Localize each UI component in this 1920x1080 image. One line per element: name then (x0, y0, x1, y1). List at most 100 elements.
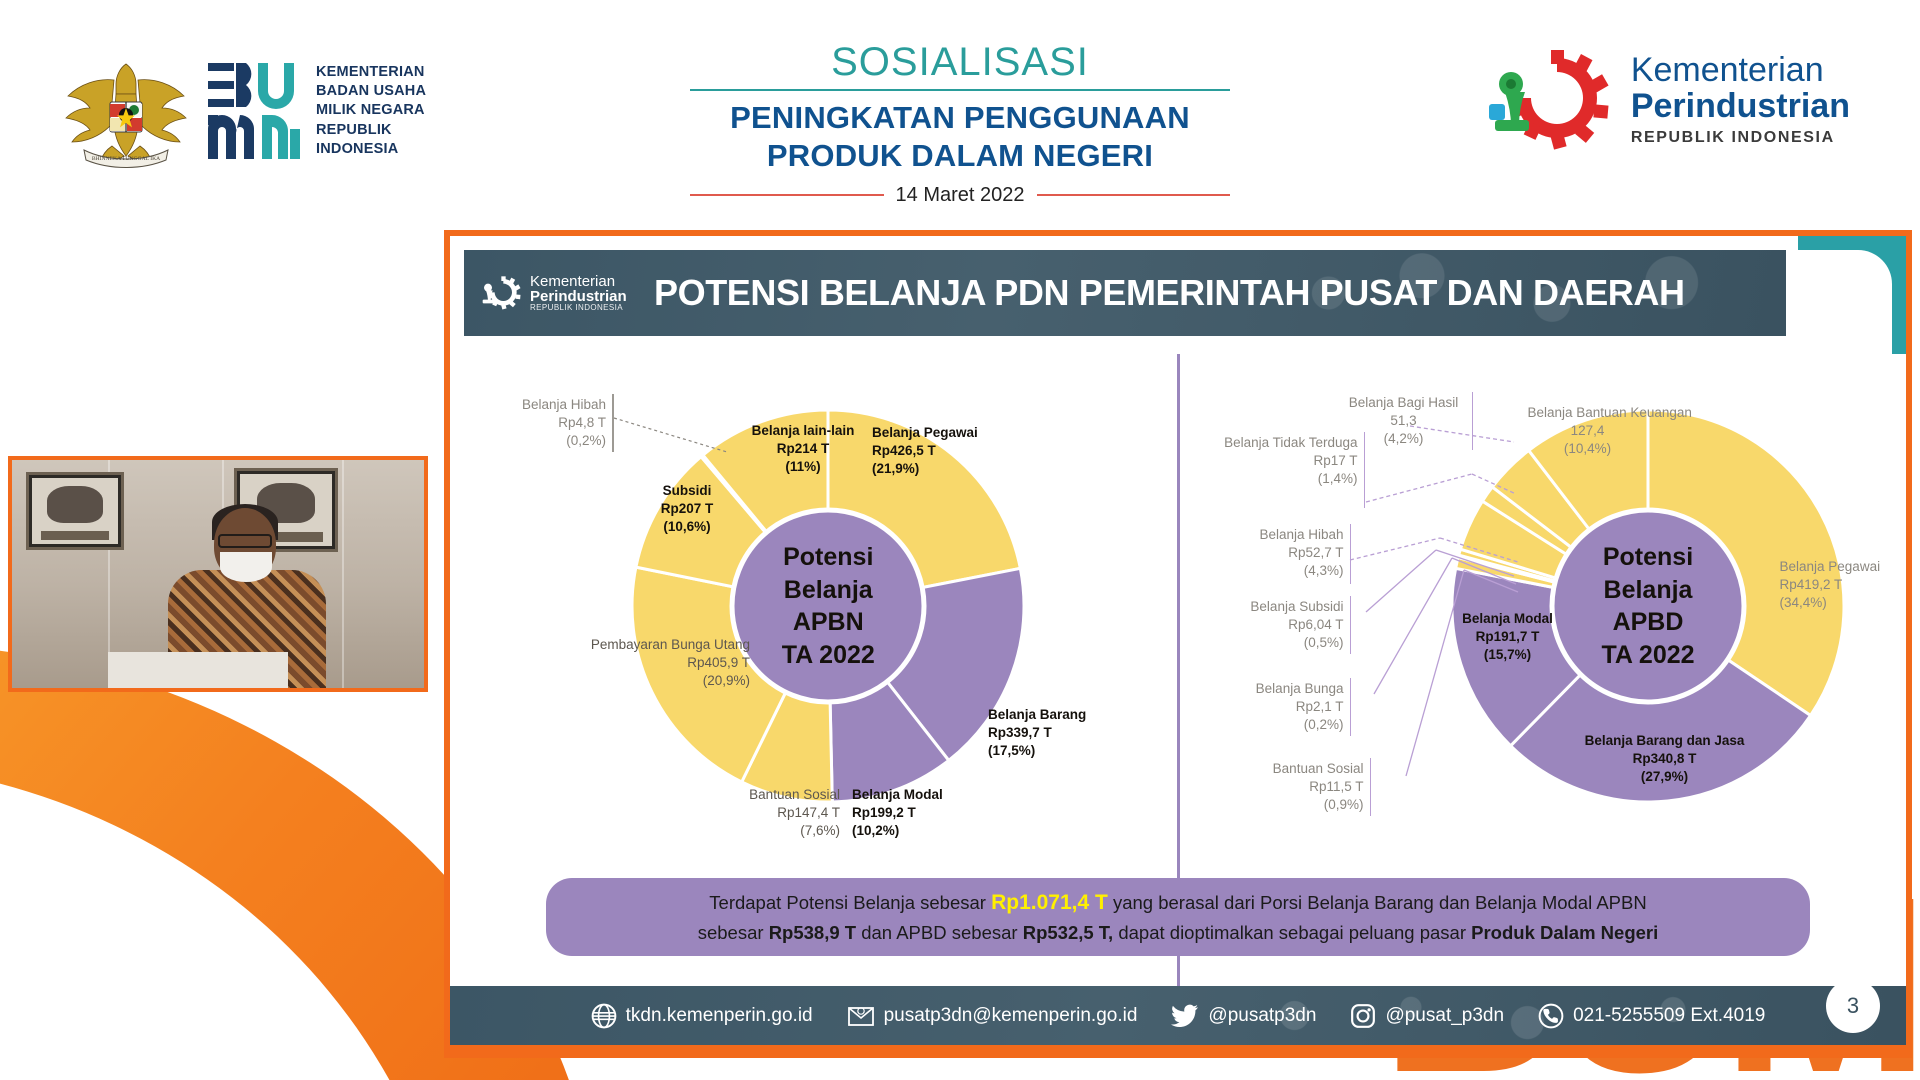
apbd-bunga-leader-bar (1349, 678, 1352, 736)
apbd-hibah-name: Belanja Hibah (1259, 527, 1344, 542)
apbn-label-subsidi: Subsidi Rp207 T (10,6%) (632, 482, 742, 536)
apbd-label-belanja-subsidi: Belanja Subsidi Rp6,04 T (0,5%) (1202, 598, 1344, 652)
apbn-donut: Potensi Belanja APBN TA 2022 (628, 406, 1028, 806)
apbd-bansos-pct: (0,9%) (1323, 796, 1364, 812)
summary-l1-a: Terdapat Potensi Belanja sebesar (709, 891, 986, 913)
apbn-lain-amount: Rp214 T (776, 440, 830, 456)
page-header: BHINNEKA TUNGGAL IKA (0, 0, 1920, 230)
apbn-subsidi-name: Subsidi (662, 483, 712, 498)
apbd-subsidi-leader-bar (1349, 596, 1352, 654)
apbd-hibah-leader-bar (1349, 524, 1352, 584)
bumn-text-line-3: REPUBLIK (316, 121, 392, 138)
apbn-bunga-pct: (20,9%) (702, 672, 750, 688)
apbd-barangjasa-amount: Rp340,8 T (1632, 750, 1697, 766)
footer-twitter-text: @pusatp3dn (1208, 1004, 1317, 1026)
portrait-nameplate-right (249, 531, 323, 542)
apbn-label-belanja-barang: Belanja Barang Rp339,7 T (17,5%) (988, 706, 1098, 760)
footer-website[interactable]: tkdn.kemenperin.go.id (591, 1003, 813, 1029)
bumn-text-line-1: BADAN USAHA (316, 83, 427, 100)
summary-l2-c: dan APBD sebesar (861, 921, 1018, 943)
apbd-pegawai-pct: (34,4%) (1779, 594, 1827, 610)
instagram-icon (1351, 1003, 1376, 1028)
apbd-modal-name: Belanja Modal (1462, 611, 1553, 626)
slide-header-logo-text: Kementerian Perindustrian REPUBLIK INDON… (530, 274, 627, 312)
apbn-label-pembayaran-bunga-utang: Pembayaran Bunga Utang Rp405,9 T (20,9%) (590, 636, 750, 690)
twitter-bird-icon (1171, 1004, 1199, 1027)
presentation-date: 14 Maret 2022 (895, 183, 1025, 206)
wall-panel-line-1 (108, 460, 110, 688)
speaker-podium (108, 652, 288, 688)
slide-logo-line3: REPUBLIK INDONESIA (530, 303, 624, 312)
apbd-tidakterduga-name: Belanja Tidak Terduga (1224, 435, 1358, 450)
apbd-label-belanja-bunga: Belanja Bunga Rp2,1 T (0,2%) (1212, 680, 1344, 734)
portrait-nameplate-left (40, 530, 110, 541)
footer-instagram[interactable]: @pusat_p3dn (1350, 1003, 1504, 1029)
apbd-subsidi-pct: (0,5%) (1303, 634, 1344, 650)
apbn-hibah-amount: Rp4,8 T (558, 414, 606, 430)
date-rule-right (1036, 194, 1231, 196)
summary-banner: Terdapat Potensi Belanja sebesar Rp1.071… (546, 878, 1810, 956)
footer-email[interactable]: pusatp3dn@kemenperin.go.id (847, 1003, 1138, 1029)
apbd-leader-lines (1349, 425, 1518, 777)
kemenperin-gear-icon (1488, 50, 1609, 150)
bumn-text-line-4: INDONESIA (316, 140, 399, 157)
portrait-canvas-left (32, 478, 118, 544)
apbd-hibah-amount: Rp52,7 T (1288, 544, 1344, 560)
footer-twitter[interactable]: @pusatp3dn (1171, 1004, 1316, 1028)
summary-apbd-value: Rp532,5 T, (1022, 921, 1114, 943)
apbn-modal-name: Belanja Modal (852, 787, 943, 802)
phone-icon (1538, 1003, 1564, 1028)
apbd-label-belanja-bagi-hasil: Belanja Bagi Hasil 51,3 (4,2%) (1342, 394, 1466, 448)
apbd-label-belanja-bantuan-keuangan: Belanja Bantuan Keuangan 127,4 (10,4%) (1528, 404, 1692, 458)
bumn-logo-text: KEMENTERIAN BADAN USAHA MILIK NEGARA REP… (316, 63, 426, 159)
kemenperin-gear-icon-small (482, 276, 521, 310)
kemenperin-line2: Perindustrian (1630, 87, 1850, 125)
pie-slice (1508, 604, 1813, 804)
apbn-hibah-leader-bar (612, 394, 614, 452)
apbn-label-belanja-lain-lain: Belanja lain-lain Rp214 T (11%) (748, 422, 858, 476)
bumn-text-line-2: MILIK NEGARA (316, 102, 425, 119)
apbn-subsidi-pct: (10,6%) (663, 518, 711, 534)
title-date-row: 14 Maret 2022 (690, 183, 1231, 207)
bumn-wordmark-icon (208, 63, 300, 159)
apbd-hibah-pct: (4,3%) (1303, 562, 1344, 578)
apbn-barang-pct: (17,5%) (988, 742, 1036, 758)
apbn-barang-name: Belanja Barang (988, 707, 1087, 722)
apbd-pegawai-name: Belanja Pegawai (1779, 559, 1881, 574)
apbd-label-belanja-hibah: Belanja Hibah Rp52,7 T (4,3%) (1208, 526, 1344, 580)
footer-email-text: pusatp3dn@kemenperin.go.id (883, 1004, 1138, 1026)
portrait-figure-left (47, 485, 103, 523)
kemenperin-line3: REPUBLIK INDONESIA (1630, 128, 1835, 146)
speaker-video-thumbnail[interactable] (8, 456, 428, 692)
date-rule-left (690, 194, 884, 196)
apbn-label-belanja-modal: Belanja Modal Rp199,2 T (10,2%) (852, 786, 962, 840)
footer-phone-text: 021-5255509 Ext.4019 (1573, 1004, 1766, 1026)
kemenperin-logo-text: Kementerian Perindustrian REPUBLIK INDON… (1631, 53, 1850, 146)
apbn-lain-pct: (11%) (785, 458, 821, 474)
title-sosialisasi: SOSIALISASI (831, 40, 1089, 84)
presentation-slide: Kementerian Perindustrian REPUBLIK INDON… (444, 230, 1912, 1058)
apbd-bantuankeu-amount: 127,4 (1570, 422, 1605, 438)
footer-phone[interactable]: 021-5255509 Ext.4019 (1538, 1003, 1765, 1029)
summary-l2-a: sebesar (697, 921, 764, 943)
envelope-icon (847, 1006, 874, 1026)
apbn-pegawai-pct: (21,9%) (872, 460, 920, 476)
slide-header-pattern (1266, 250, 1786, 336)
apbd-label-bantuan-sosial: Bantuan Sosial Rp11,5 T (0,9%) (1232, 760, 1364, 814)
apbd-modal-pct: (15,7%) (1483, 646, 1532, 662)
summary-highlight-total: Rp1.071,4 T (991, 890, 1108, 914)
apbn-hibah-pct: (0,2%) (566, 432, 606, 448)
apbn-bansos-name: Bantuan Sosial (749, 787, 840, 802)
slide-logo-line2: Perindustrian (530, 288, 627, 305)
title-divider-teal (690, 89, 1230, 91)
slide-header-logo: Kementerian Perindustrian REPUBLIK INDON… (478, 272, 654, 314)
slide-logo-line1: Kementerian (530, 273, 616, 290)
speaker-glasses (218, 534, 272, 548)
wall-panel-line-3 (342, 460, 344, 688)
presentation-title-block: SOSIALISASI PENINGKATAN PENGGUNAAN PRODU… (690, 40, 1231, 207)
footer-instagram-text: @pusat_p3dn (1385, 1004, 1505, 1026)
slide-title: POTENSI BELANJA PDN PEMERINTAH PUSAT DAN… (654, 272, 1685, 313)
apbd-bantuankeu-pct: (10,4%) (1563, 440, 1612, 456)
apbn-bunga-name: Pembayaran Bunga Utang (590, 637, 750, 652)
summary-l2-d: dapat dioptimalkan sebagai peluang pasar (1118, 921, 1466, 943)
